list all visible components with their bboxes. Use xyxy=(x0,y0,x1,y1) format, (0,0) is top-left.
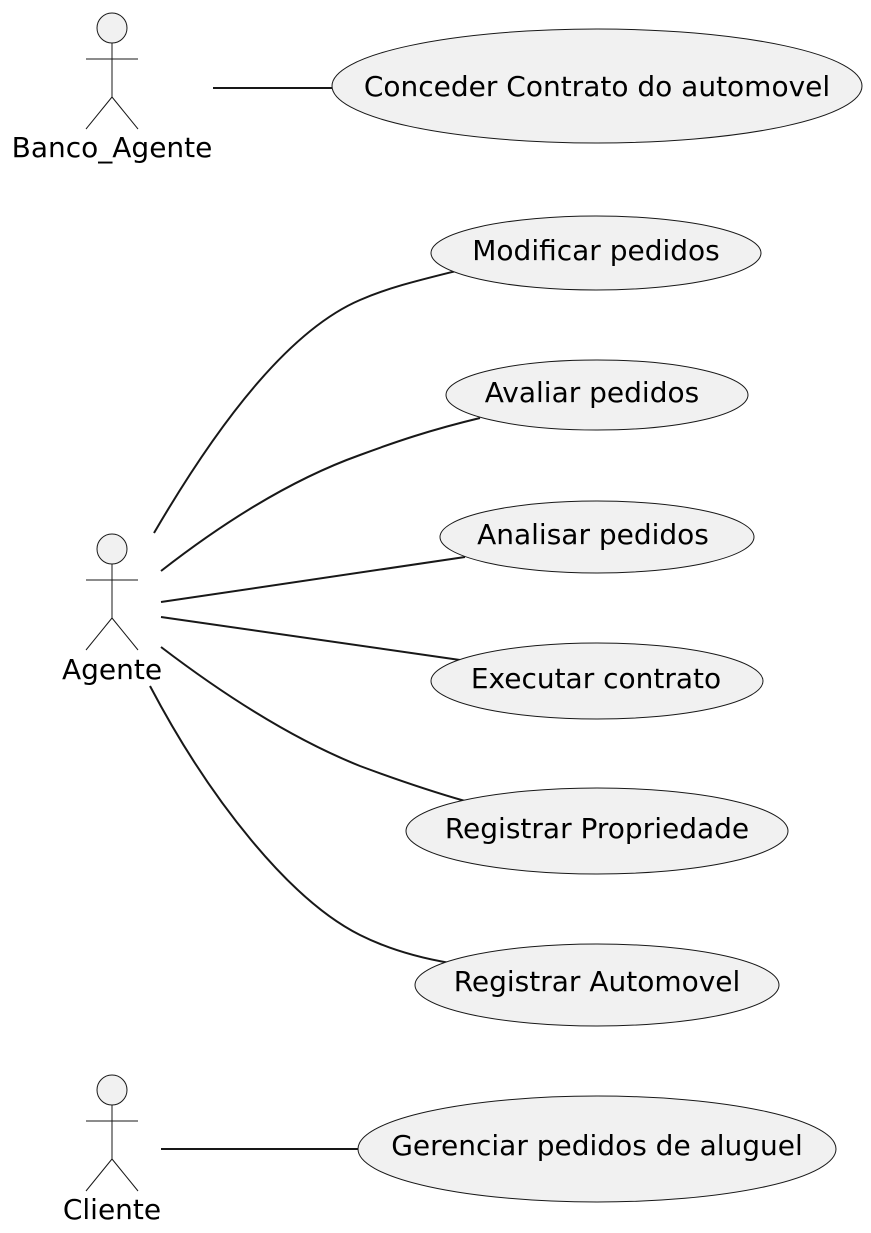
use-case-label: Gerenciar pedidos de aluguel xyxy=(391,1129,803,1162)
actor-agente[interactable]: Agente xyxy=(62,533,162,686)
use-case-ellipse xyxy=(357,1095,837,1203)
use-case-executar[interactable]: Executar contrato xyxy=(430,642,764,720)
association-agente-analisar xyxy=(160,556,466,603)
use-case-ellipse xyxy=(331,28,863,144)
stick-figure-icon xyxy=(85,533,139,651)
actor-banco-agente[interactable]: Banco_Agente xyxy=(12,12,213,164)
association-agente-registrar-propriedade xyxy=(160,646,466,802)
actor-name: Banco_Agente xyxy=(12,131,213,164)
use-case-gerenciar[interactable]: Gerenciar pedidos de aluguel xyxy=(357,1095,837,1203)
association-agente-executar xyxy=(160,616,461,661)
actor-name: Agente xyxy=(62,653,162,686)
use-case-ellipse xyxy=(445,359,749,431)
use-case-label: Executar contrato xyxy=(471,662,721,695)
use-case-registrar-propriedade[interactable]: Registrar Propriedade xyxy=(405,787,789,875)
use-case-conceder[interactable]: Conceder Contrato do automovel xyxy=(331,28,863,144)
use-case-ellipse xyxy=(414,943,780,1027)
use-case-label: Analisar pedidos xyxy=(477,518,709,551)
use-case-label: Registrar Propriedade xyxy=(445,812,749,845)
use-case-label: Conceder Contrato do automovel xyxy=(364,70,830,103)
use-case-avaliar[interactable]: Avaliar pedidos xyxy=(445,359,749,431)
use-case-ellipse xyxy=(405,787,789,875)
use-case-label: Avaliar pedidos xyxy=(485,376,699,409)
use-case-label: Modificar pedidos xyxy=(472,234,720,267)
association-agente-modificar xyxy=(153,269,461,534)
actor-name: Cliente xyxy=(63,1193,161,1226)
use-case-registrar-automovel[interactable]: Registrar Automovel xyxy=(414,943,780,1027)
use-case-analisar[interactable]: Analisar pedidos xyxy=(439,500,755,574)
actor-cliente[interactable]: Cliente xyxy=(63,1074,161,1226)
use-case-ellipse xyxy=(430,642,764,720)
use-case-ellipse xyxy=(439,500,755,574)
use-case-modificar[interactable]: Modificar pedidos xyxy=(430,215,762,291)
stick-figure-icon xyxy=(85,12,139,130)
use-case-ellipse xyxy=(430,215,762,291)
stick-figure-icon xyxy=(85,1074,139,1192)
association-agente-avaliar xyxy=(160,417,481,572)
use-case-label: Registrar Automovel xyxy=(454,965,741,998)
association-agente-registrar-automovel xyxy=(149,685,451,964)
associations xyxy=(149,87,481,1150)
